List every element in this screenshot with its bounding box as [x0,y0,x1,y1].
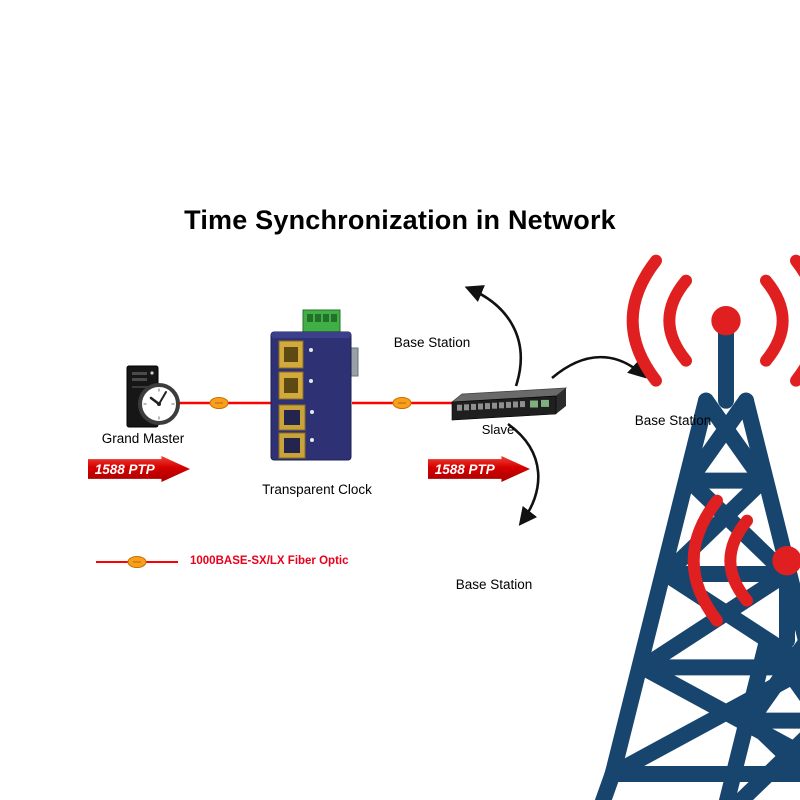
rj45-port-slot [284,410,300,425]
arrow-to-top-base-station [464,285,522,387]
rj45-port-slot [284,438,300,453]
base-station-bottom-label: Base Station [455,577,533,592]
legend-sample [96,556,178,568]
sfp-port-slot [284,378,298,393]
ptp-banner-left: 1588 PTP [88,456,190,482]
switch-side-face [556,388,566,414]
clock-ticks [143,388,175,420]
switch-ports [457,401,525,411]
grand-master-label: Grand Master [101,431,185,446]
port-led [310,438,314,442]
pc-vent-slot [132,372,147,375]
grand-master-computer-icon [126,365,180,428]
ptp-banner-right-text: 1588 PTP [434,461,495,477]
diagram-title: Time Synchronization in Network [184,205,616,235]
distribution-arrows [464,285,647,526]
ptp-banner-left-text: 1588 PTP [94,461,155,477]
transparent-clock-label: Transparent Clock [262,482,372,497]
legend-fiber-label: 1000BASE-SX/LX Fiber Optic [190,555,349,567]
port-led [310,410,314,414]
switch-sfp-ports [530,399,549,408]
device-top-edge [271,332,351,338]
slave-switch-icon [450,387,568,421]
arrow-to-right-base-station [551,355,647,379]
fiber-transceiver-dots [209,397,412,409]
slave-label: Slave [481,422,515,437]
port-led [309,348,313,352]
terminal-pins [307,314,337,322]
arrow-to-bottom-base-station [507,422,540,526]
port-led [309,379,313,383]
clock-minute-hand [158,391,167,405]
base-station-top-label: Base Station [393,335,471,350]
pc-power-led [150,371,154,375]
clock-center-dot [157,402,161,406]
pc-drive-slot [132,386,153,388]
base-station-right-label: Base Station [634,413,712,428]
pc-vent-slot [132,378,147,381]
transparent-clock-device-icon [270,309,359,461]
ptp-banner-right: 1588 PTP [428,456,530,482]
sfp-port-slot [284,347,298,362]
